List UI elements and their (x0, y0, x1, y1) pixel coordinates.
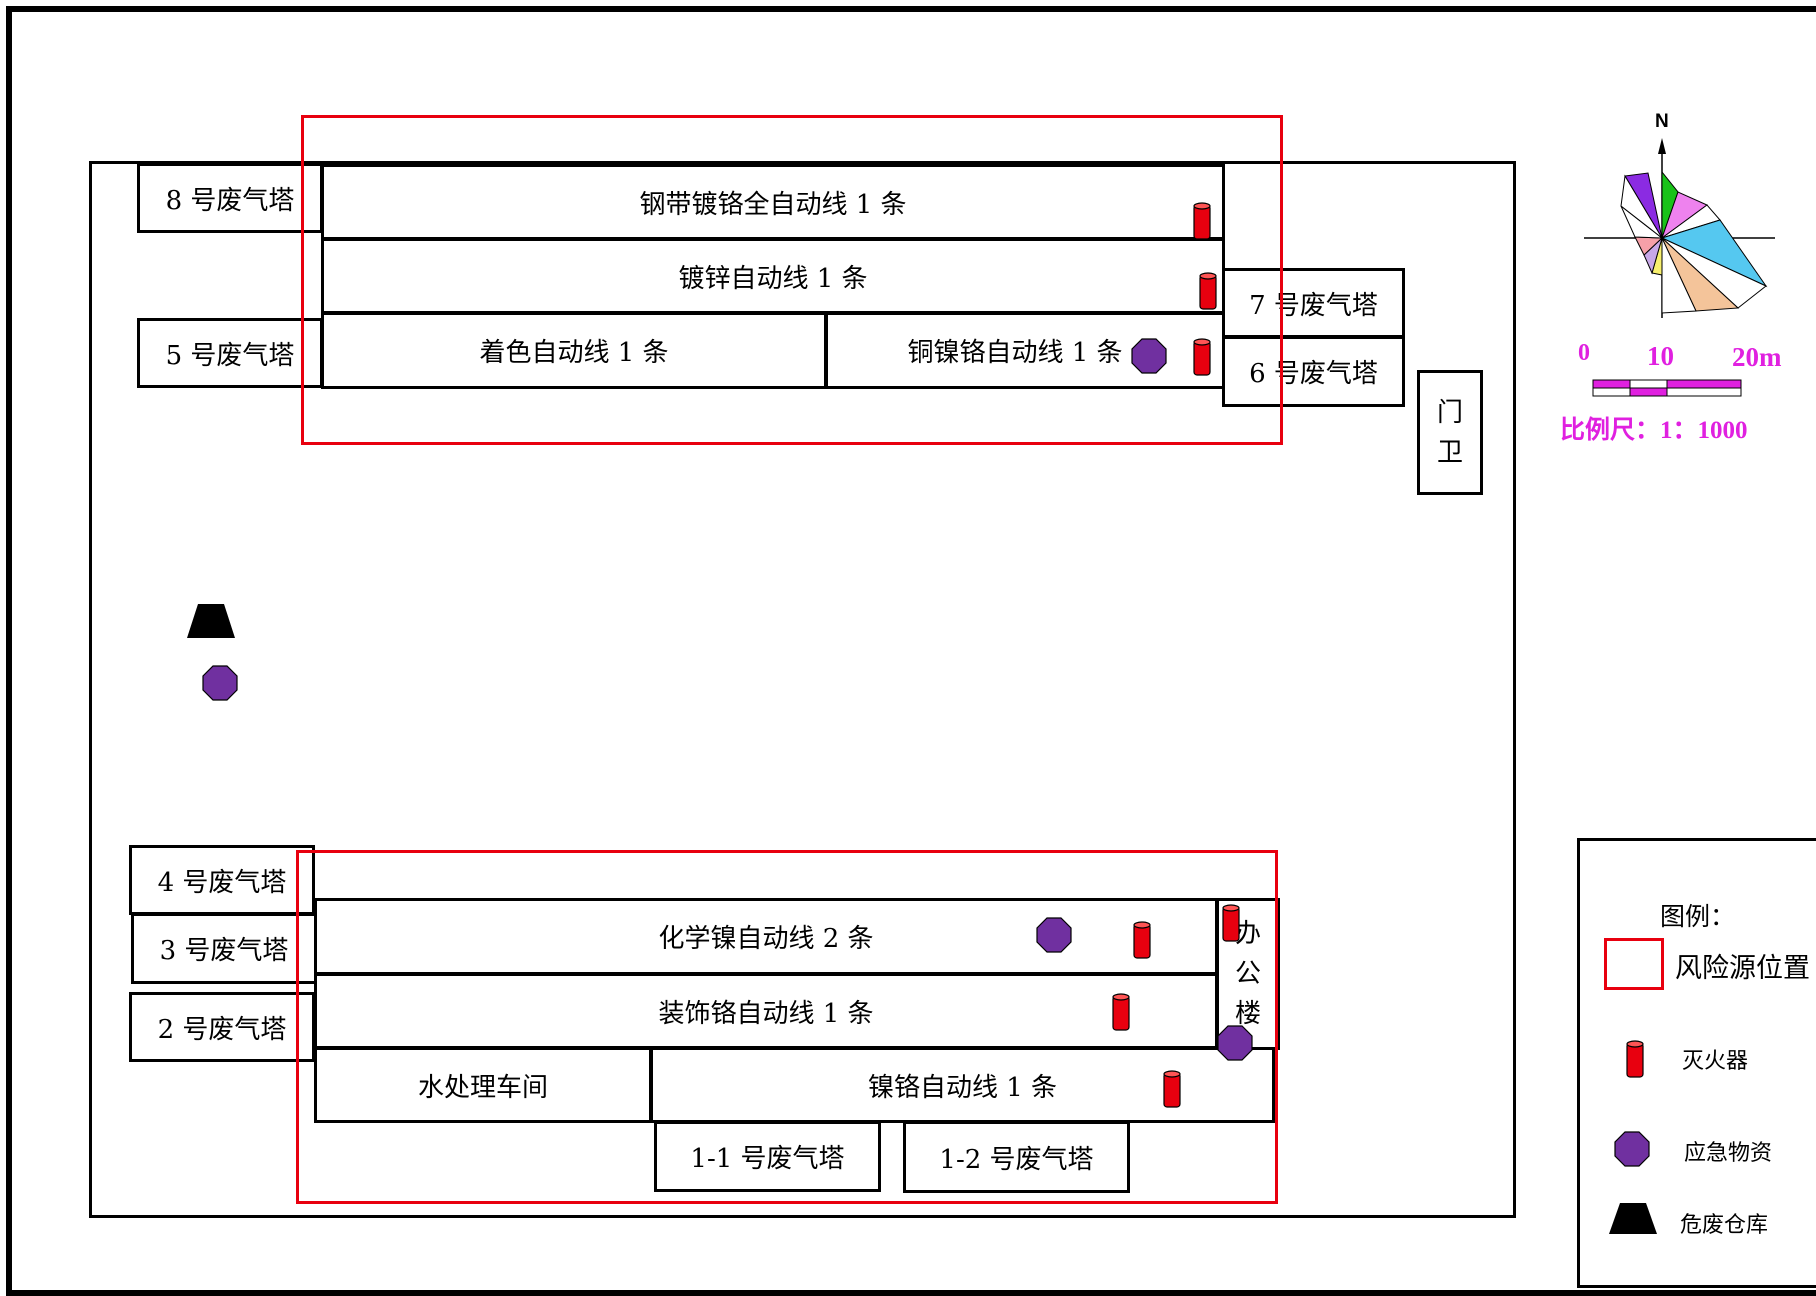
emergency-supplies-icon (1036, 917, 1072, 953)
exhaust-tower-1-2: 1-2 号废气塔 (903, 1121, 1130, 1193)
scale-ratio: 比例尺：1：1000 (1560, 417, 1748, 444)
exhaust-tower-6: 6 号废气塔 (1222, 336, 1405, 407)
chemical-nickel-line: 化学镍自动线 2 条 (314, 898, 1218, 975)
legend-extinguisher-label: 灭火器 (1682, 1049, 1749, 1074)
fire-extinguisher-icon (1193, 202, 1211, 240)
fire-extinguisher-icon (1199, 272, 1217, 310)
legend-emergency-label: 应急物资 (1684, 1141, 1773, 1166)
fire-extinguisher-icon (1133, 921, 1151, 959)
exhaust-tower-3: 3 号废气塔 (131, 913, 317, 984)
north-arrow-wind-rose-icon (1584, 138, 1775, 318)
scale-tick-0: 0 (1578, 340, 1590, 366)
fire-extinguisher-icon (1112, 993, 1130, 1031)
scale-tick-20: 20m (1732, 342, 1782, 372)
office-building: 办公楼 (1216, 898, 1280, 1050)
site-boundary (89, 161, 1516, 1218)
emergency-supplies-icon (1131, 338, 1167, 374)
water-treatment-workshop: 水处理车间 (314, 1047, 652, 1123)
fire-extinguisher-icon (1193, 338, 1211, 376)
hazardous-waste-storage-icon (187, 604, 235, 638)
fire-extinguisher-icon (1163, 1070, 1181, 1108)
risk-zone-north (301, 115, 1283, 445)
legend-hazwaste-label: 危废仓库 (1680, 1213, 1769, 1238)
scale-tick-10: 10 (1647, 341, 1674, 371)
legend-risk-label: 风险源位置 (1675, 953, 1810, 984)
north-label: N (1655, 111, 1669, 132)
exhaust-tower-2: 2 号废气塔 (129, 992, 315, 1062)
gate-guard: 门卫 (1417, 370, 1483, 495)
scale-bar (1592, 379, 1742, 397)
exhaust-tower-1-1: 1-1 号废气塔 (654, 1121, 881, 1192)
legend-hazardous-waste-icon (1609, 1203, 1657, 1234)
legend-fire-extinguisher-icon (1626, 1040, 1644, 1078)
legend-title: 图例： (1660, 902, 1736, 931)
exhaust-tower-7: 7 号废气塔 (1222, 268, 1405, 338)
emergency-supplies-icon (1217, 1025, 1253, 1061)
exhaust-tower-4: 4 号废气塔 (129, 845, 315, 915)
fire-extinguisher-icon (1222, 904, 1240, 942)
exhaust-tower-8: 8 号废气塔 (137, 163, 323, 233)
legend-emergency-supplies-icon (1614, 1131, 1650, 1167)
exhaust-tower-5: 5 号废气塔 (137, 318, 323, 388)
coloring-line: 着色自动线 1 条 (321, 312, 827, 389)
risk-zone-south (296, 850, 1278, 1204)
emergency-supplies-icon (202, 665, 238, 701)
legend-risk-swatch (1604, 938, 1664, 990)
